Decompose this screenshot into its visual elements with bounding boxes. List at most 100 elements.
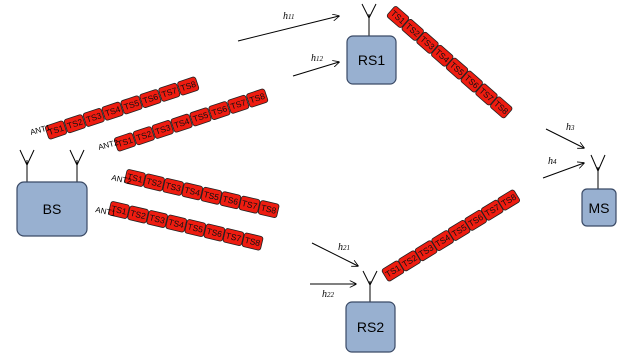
time-slot: TS7	[238, 195, 261, 214]
time-slot: TS1	[114, 132, 136, 152]
rs2-node: RS2	[345, 270, 396, 353]
time-slot: TS5	[445, 57, 469, 80]
time-slot: TS8	[257, 200, 280, 218]
time-slot-box	[200, 186, 223, 205]
time-slot-box	[208, 101, 231, 120]
time-slot-label: TS5	[192, 110, 210, 124]
time-slot-box	[132, 126, 155, 146]
arrow-h3	[545, 128, 584, 148]
time-slot-label: TS7	[225, 230, 243, 243]
ms-label: MS	[589, 200, 610, 216]
rs2-label: RS2	[357, 319, 384, 335]
time-slot-box	[416, 31, 439, 54]
time-slot-label: TS4	[173, 116, 191, 130]
time-slot-box	[165, 214, 187, 233]
time-slot-label: TS7	[229, 97, 247, 111]
time-slot: TS6	[203, 223, 226, 242]
rs2-antenna-icon	[362, 270, 378, 302]
arrow-h12	[292, 62, 339, 77]
time-slot: TS8	[241, 232, 264, 251]
time-slot: TS2	[63, 114, 86, 134]
time-slot: TS7	[481, 199, 504, 221]
time-slot: TS7	[475, 83, 498, 106]
ms-box	[581, 188, 617, 227]
time-slot: TS1	[124, 169, 146, 187]
time-slot: TS3	[414, 240, 438, 262]
time-slot-box	[222, 228, 245, 246]
time-slot-box	[108, 201, 130, 219]
time-slot-label: TS3	[85, 110, 103, 124]
time-slot-box	[114, 132, 136, 152]
ant2-label-lower: ANT2	[111, 173, 133, 186]
time-slot: TS2	[398, 250, 421, 272]
time-slot-label: TS6	[141, 91, 159, 105]
time-slot-box	[151, 120, 174, 139]
time-slot: TS8	[246, 88, 269, 108]
time-slot-box	[238, 195, 261, 214]
ant2-label-upper: ANT2	[97, 138, 120, 152]
time-slot: TS3	[82, 108, 105, 127]
time-slot-box	[227, 94, 250, 114]
time-slot-box	[181, 182, 204, 201]
time-slot-box	[124, 169, 146, 187]
time-slot-label: TS4	[167, 217, 185, 230]
bs-antenna-right-icon	[69, 149, 85, 182]
time-slot-label: TS2	[135, 128, 153, 142]
channel-label-h11: h11	[283, 11, 294, 22]
time-slot: TS8	[497, 189, 521, 211]
time-slot-label: TS5	[187, 221, 205, 234]
time-slot-box	[445, 57, 469, 80]
time-slot-box	[464, 209, 487, 231]
time-slot: TS5	[189, 107, 212, 127]
time-slot-box	[143, 173, 165, 192]
channel-label-h22: h22	[322, 289, 335, 300]
time-slot: TS3	[416, 31, 439, 54]
time-slot-label: TS2	[129, 208, 147, 221]
time-slot-box	[101, 101, 124, 121]
time-slot: TS4	[181, 182, 204, 201]
arrow-h4	[542, 163, 584, 179]
time-slot-label: TS3	[154, 122, 172, 136]
time-slot: TS1	[108, 201, 130, 219]
time-slot-box	[490, 96, 513, 119]
time-slot-box	[481, 199, 504, 221]
rs1-label: RS1	[358, 52, 385, 68]
rs1-node: RS1	[346, 3, 397, 85]
time-slot: TS4	[165, 214, 187, 233]
time-slot-label: TS8	[260, 202, 278, 215]
time-slot: TS6	[219, 191, 242, 210]
bs-box	[16, 181, 88, 237]
time-slot-label: TS5	[203, 189, 221, 202]
bs-label: BS	[43, 201, 62, 217]
time-slot: TS6	[139, 89, 162, 108]
ms-antenna-icon	[590, 154, 606, 190]
time-slot-label: TS1	[116, 135, 134, 149]
time-slot-label: TS6	[210, 103, 228, 117]
time-slot-box	[381, 260, 405, 282]
time-slot-box	[460, 70, 483, 93]
channel-label-h21: h21	[338, 242, 350, 253]
time-slot-box	[82, 108, 105, 127]
time-slot-label: TS1	[110, 203, 128, 216]
time-slot-label: TS8	[248, 91, 266, 105]
channel-label-h12: h12	[311, 53, 324, 64]
time-slot-label: TS3	[164, 180, 182, 193]
time-slot: TS4	[431, 230, 454, 251]
time-slot: TS7	[227, 94, 250, 114]
rs1-antenna-icon	[361, 3, 377, 36]
time-slot: TS6	[464, 209, 487, 231]
time-slot: TS5	[200, 186, 223, 205]
time-slot-box	[431, 230, 454, 251]
time-slot-label: TS8	[179, 79, 197, 93]
time-slot: TS2	[132, 126, 155, 146]
ant1-label-lower: ANT1	[95, 205, 117, 218]
channel-label-h4: h4	[548, 156, 557, 167]
time-slot-box	[45, 120, 67, 140]
time-slot-box	[219, 191, 242, 210]
time-slot-box	[246, 88, 269, 108]
